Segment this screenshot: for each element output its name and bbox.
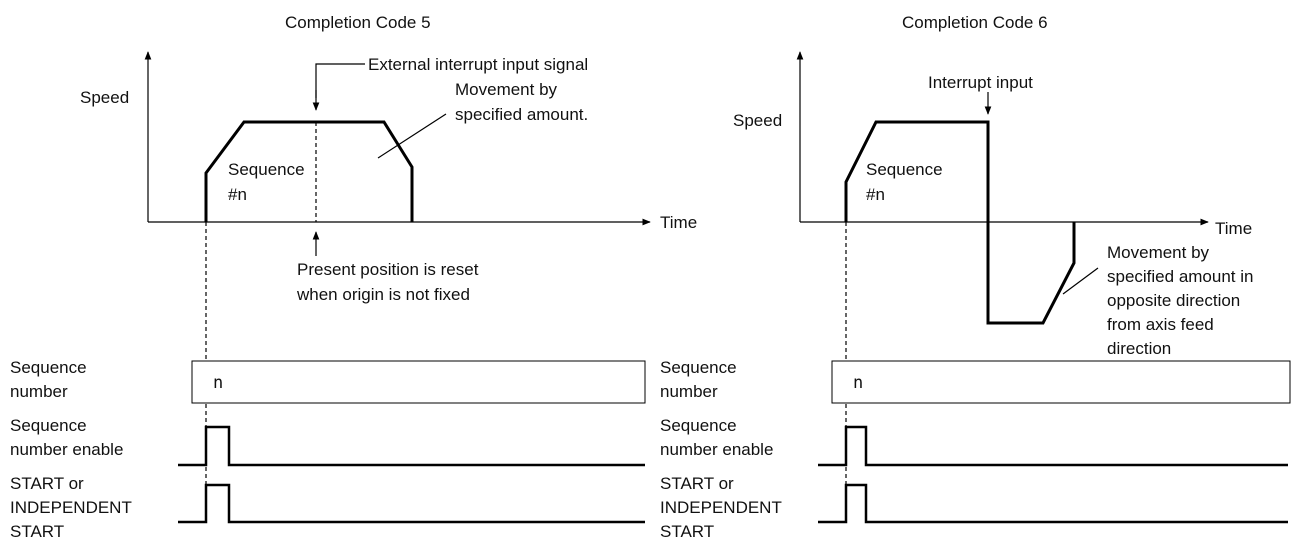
left-reset-label-line1: Present position is reset [297,260,479,279]
left-time-label: Time [660,213,697,232]
right-movement-leader [1062,267,1099,295]
left-title: Completion Code 5 [285,13,431,32]
left-sequence-label-line1: Sequence [228,160,305,179]
right-enable-signal [818,425,1288,467]
right-movement-label-line3: opposite direction [1107,291,1240,310]
right-time-label: Time [1215,219,1252,238]
left-speed-profile [204,120,414,222]
left-enable-label-line1: Sequence [10,416,87,435]
right-speed-label: Speed [733,111,782,130]
left-start-label-line3: START [10,522,64,541]
right-start-label-line3: START [660,522,714,541]
left-seqnum-value: n [213,373,223,393]
completion-code-6-panel: Completion Code 6 Speed Time Interrupt i… [660,13,1291,541]
left-start-label-line2: INDEPENDENT [10,498,132,517]
left-reset-label-line2: when origin is not fixed [296,285,470,304]
left-external-interrupt-label: External interrupt input signal [368,55,588,74]
right-seqnum-label-line1: Sequence [660,358,737,377]
left-speed-label: Speed [80,88,129,107]
right-enable-label-line1: Sequence [660,416,737,435]
left-start-label-line1: START or [10,474,84,493]
right-sequence-label-line1: Sequence [866,160,943,179]
right-seqnum-label-line2: number [660,382,718,401]
left-movement-label-line2: specified amount. [455,105,588,124]
right-interrupt-label: Interrupt input [928,73,1033,92]
right-title: Completion Code 6 [902,13,1048,32]
right-start-label-line2: INDEPENDENT [660,498,782,517]
right-sequence-label-line2: #n [866,185,885,204]
completion-code-5-panel: Completion Code 5 Speed Time External in… [10,13,697,541]
right-movement-label-line2: specified amount in [1107,267,1253,286]
left-enable-label-line2: number enable [10,440,123,459]
right-start-signal [818,483,1288,524]
left-seqnum-box [191,360,646,404]
left-start-signal [178,483,645,524]
right-movement-label-line4: from axis feed [1107,315,1214,334]
left-movement-label-line1: Movement by [455,80,558,99]
left-movement-leader [377,113,447,159]
right-seqnum-value: n [853,373,863,393]
right-start-label-line1: START or [660,474,734,493]
left-seqnum-label-line1: Sequence [10,358,87,377]
left-sequence-label-line2: #n [228,185,247,204]
right-speed-profile [844,120,1076,325]
right-seqnum-box [831,360,1291,404]
left-enable-signal [178,425,645,467]
left-interrupt-leader [315,63,365,98]
left-seqnum-label-line2: number [10,382,68,401]
right-movement-label-line1: Movement by [1107,243,1210,262]
right-movement-label-line5: direction [1107,339,1171,358]
right-enable-label-line2: number enable [660,440,773,459]
